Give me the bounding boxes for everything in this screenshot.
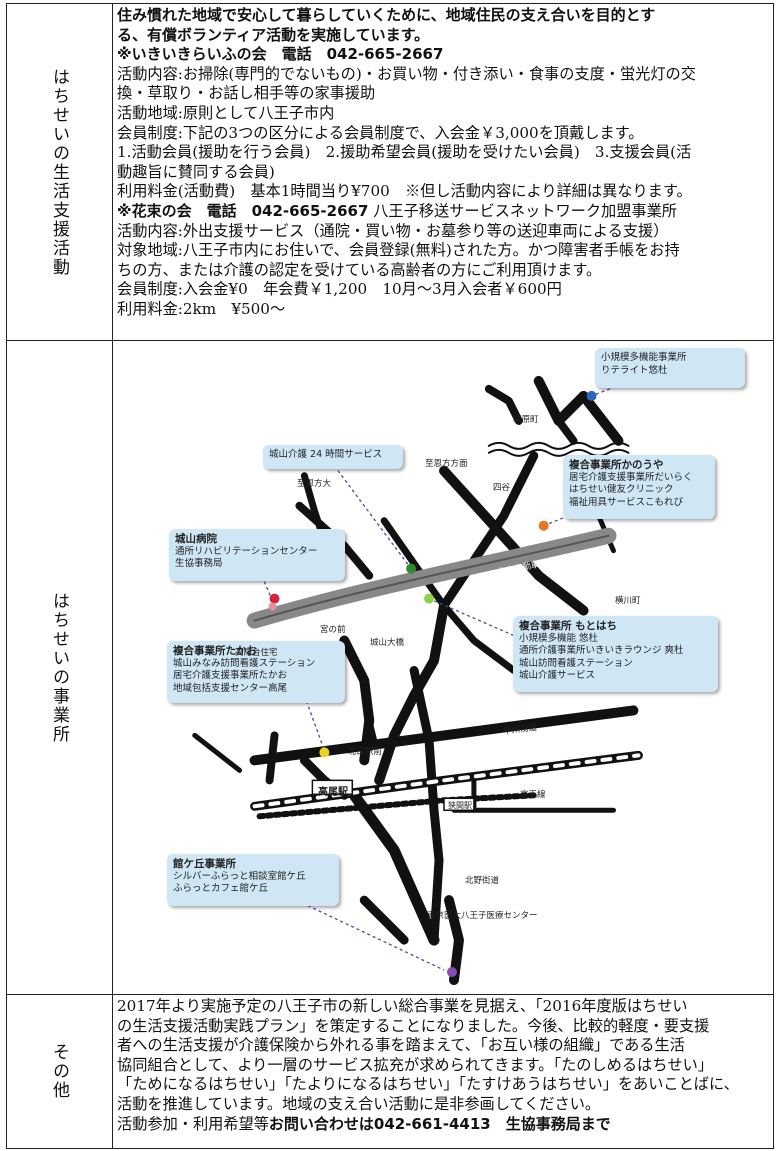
map-label: 至恩方大 [297,479,332,489]
text-line: 1.活動会員(援助を行う会員) 2.援助希望会員(援助を受けたい会員) 3.支援… [117,143,692,162]
info-box-motohachi: 複合事業所 もとはち 小規模多機能 悠杜 通所介護事業所いきいきラウンジ 爽杜 … [513,616,718,692]
text-line: 会員制度:下記の3つの区分による会員制度で、入会金￥3,000を頂戴します。 [117,123,644,142]
road [444,895,464,986]
hanataba-heading: ※花束の会 電話 042-665-2667 八王子移送サービスネットワーク加盟事… [117,201,677,220]
info-box-ritelight: 小規模多機能事業所 りテライト悠杜 [595,348,745,388]
map-label: 高尾駅 [318,787,348,798]
marker-hospital [269,593,280,604]
contact-line: 活動参加・利用希望等お問い合わせは042-661-4413 生協事務局まで [117,1114,611,1133]
row-offices: はちせいの事業所 [7,341,773,995]
text-line: 協同組合として、より一層のサービス拡充が求められてきます。「たのしめるはちせい」 [117,1055,713,1074]
text-line: 活動内容:お掃除(専門的でないもの)・お買い物・付き添い・食事の支度・蛍光灯の交 [117,64,696,83]
map-label: 梢原町 [513,415,539,425]
chuo-expressway-line [253,534,610,622]
map-label: 至恩方方面 [425,459,468,469]
road [439,451,539,611]
office-map: 小規模多機能事業所 りテライト悠杜 城山介護 24 時間サービス 複合事業所かの… [115,341,773,994]
jr-line-dash [252,753,641,809]
road [374,600,449,786]
map-label: 高尾台住宅 [235,648,278,658]
connector [303,695,325,751]
takao-station-box [311,779,354,796]
road [533,375,624,446]
info-box-tategaoka: 館ケ丘事業所 シルバーふらっと相談室館ケ丘 ふらっとカフェ館ケ丘 [167,854,339,906]
road [409,666,444,945]
road-map [192,375,644,986]
text-line: の生活支援活動実践プラン」を策定することになりました。今後、比較的軽度・要支援 [117,1016,710,1035]
text-line: 動趣旨に賛同する会員) [117,162,275,181]
road [192,732,243,773]
map-label: 北口駅前 [348,747,383,757]
info-box-kanouya: 複合事業所かのうや 居宅介護支援事業所だいらく はちせい健友クリニック 福祉用具… [563,455,715,519]
text-line: 「ためになるはちせい」「たよりになるはちせい」「たすけあうはちせい」をあいことば… [117,1075,739,1094]
connector [543,515,569,527]
koshu-road [249,705,639,766]
info-box-24h: 城山介護 24 時間サービス [263,445,403,469]
map-label: 城山大橋 [370,638,405,648]
text-line: 活動を推進しています。地域の支え合い活動に是非参画してください。 [117,1094,601,1113]
row-label: その他 [7,995,113,1148]
info-box-takao: 複合事業所たかお 城山みなみ訪問看護ステーション 居宅介護支援事業所たかお 地域… [167,641,345,703]
text-line: 対象地域:八王子市内にお住いで、会員登録(無料)された方。かつ障害者手帳をお持 [117,241,680,260]
row-label: はちせいの事業所 [7,341,113,994]
road [348,789,440,946]
text-line: 活動地域:原則として八王子市内 [117,103,335,122]
road [339,635,375,766]
road [554,416,578,445]
map-label: 狭間駅 [448,801,472,810]
marker-hospital-2 [268,602,277,611]
text-line: 活動内容:外出支援サービス（通院・買い物・お墓参り等の送迎車両による支援） [117,221,669,240]
map-label: 京王線 [520,790,546,800]
river [487,441,630,450]
marker-ritelight [586,390,597,401]
ikiiki-heading: ※いきいきらいふの会 電話 042-665-2667 [117,45,444,64]
text-line: 利用料金:2km ¥500～ [117,299,286,318]
row-content: 2017年より実施予定の八王子市の新しい総合事業を見据え、「2016年度版はちせ… [117,997,767,1148]
hazama-station-box [443,797,475,812]
text-line: 者への生活支援が介護保険から外れる事を踏まえて、「お互い様の組織」である生活 [117,1036,685,1055]
road [359,895,409,945]
marker-takao [319,747,330,758]
intro-line: る、有償ボランティア活動を実施しています。 [117,25,430,44]
marker-motohachi [424,593,435,604]
row-content: 住み慣れた地域で安心して暮らしていくために、地域住民の支え合いを目的とす る、有… [117,6,767,340]
map-label: 四谷 [493,483,511,493]
info-table: はちせいの生活支援活動 住み慣れた地域で安心して暮らしていくために、地域住民の支… [6,3,774,1149]
row-label: はちせいの生活支援活動 [7,4,113,340]
marker-kanouya [538,520,549,531]
text-line: ちの方、または介護の認定を受けている高齢者の方にご利用頂けます。 [117,260,602,279]
text-line: 2017年より実施予定の八王子市の新しい総合事業を見据え、「2016年度版はちせ… [117,997,688,1015]
row-life-support: はちせいの生活支援活動 住み慣れた地域で安心して暮らしていくために、地域住民の支… [7,4,773,341]
text-line: 利用料金(活動費) 基本1時間当り¥700 ※但し活動内容により詳細は異なります… [117,182,692,201]
map-label: 横川町 [615,596,641,606]
marker-tategaoka [446,967,457,978]
road [366,717,378,744]
marker-24h [406,563,417,574]
intro-line: 住み慣れた地域で安心して暮らしていくために、地域住民の支え合いを目的とす [117,6,656,24]
river [487,448,630,457]
map-label: 東京医大八王子医療センター [427,911,538,921]
map-label: 宮の前 [320,625,346,635]
row-other: その他 2017年より実施予定の八王子市の新しい総合事業を見据え、「2016年度… [7,995,773,1148]
text-line: 換・草取り・お話し相手等の家事援助 [117,84,376,103]
text-line: 会員制度:入会金¥0 年会費￥1,200 10月～3月入会者￥600円 [117,280,562,299]
info-box-hospital: 城山病院 通所リハビリテーションセンター 生協事務局 [169,529,345,581]
map-label: 北野街道 [465,876,500,886]
road [484,384,523,425]
